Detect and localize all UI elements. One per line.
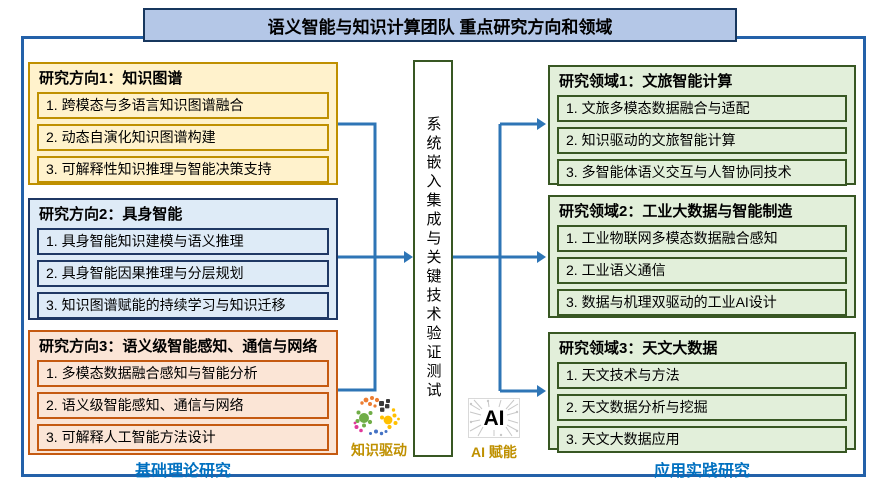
research-area-2-header: 研究领域2：工业大数据与智能制造 (559, 203, 793, 220)
research-area-3-header: 研究领域3：天文大数据 (559, 340, 718, 357)
research-direction-3-item: 3. 可解释人工智能方法设计 (37, 424, 329, 451)
research-area-1-box: 研究领域1：文旅智能计算 1. 文旅多模态数据融合与适配 2. 知识驱动的文旅智… (548, 65, 856, 186)
research-area-3-item: 2. 天文数据分析与挖掘 (557, 394, 847, 421)
applied-practice-research-label: 应用实践研究 (653, 463, 750, 480)
research-direction-2-header: 研究方向2：具身智能 (39, 206, 183, 223)
research-area-1-header: 研究领域1：文旅智能计算 (559, 73, 733, 90)
research-area-1-item: 1. 文旅多模态数据融合与适配 (557, 95, 847, 122)
ai-icon-text: AI (484, 407, 505, 430)
page-title: 语义智能与知识计算团队 重点研究方向和领域 (143, 8, 737, 42)
research-area-1-item: 3. 多智能体语义交互与人智协同技术 (557, 159, 847, 186)
research-area-3-item: 1. 天文技术与方法 (557, 362, 847, 389)
research-direction-1-header: 研究方向1：知识图谱 (39, 70, 183, 87)
research-direction-3-item: 2. 语义级智能感知、通信与网络 (37, 392, 329, 419)
research-direction-3-box: 研究方向3：语义级智能感知、通信与网络 1. 多模态数据融合感知与智能分析 2.… (28, 330, 338, 455)
knowledge-driven-label: 知识驱动 (351, 442, 407, 458)
research-direction-1-item: 3. 可解释性知识推理与智能决策支持 (37, 156, 329, 183)
research-area-2-item: 2. 工业语义通信 (557, 257, 847, 284)
research-direction-2-item: 2. 具身智能因果推理与分层规划 (37, 260, 329, 287)
system-integration-box: 系统嵌入集成与关键技术验证测试 (413, 60, 453, 457)
research-area-3-box: 研究领域3：天文大数据 1. 天文技术与方法 2. 天文数据分析与挖掘 3. 天… (548, 332, 856, 453)
basic-theory-research-label: 基础理论研究 (134, 463, 231, 480)
research-area-2-box: 研究领域2：工业大数据与智能制造 1. 工业物联网多模态数据融合感知 2. 工业… (548, 195, 856, 318)
research-area-2-item: 1. 工业物联网多模态数据融合感知 (557, 225, 847, 252)
research-direction-2-item: 1. 具身智能知识建模与语义推理 (37, 228, 329, 255)
research-direction-2-box: 研究方向2：具身智能 1. 具身智能知识建模与语义推理 2. 具身智能因果推理与… (28, 198, 338, 320)
research-direction-1-item: 1. 跨模态与多语言知识图谱融合 (37, 92, 329, 119)
research-direction-2-item: 3. 知识图谱赋能的持续学习与知识迁移 (37, 292, 329, 319)
ai-chip-icon: AI (468, 398, 520, 438)
research-direction-3-header: 研究方向3：语义级智能感知、通信与网络 (39, 338, 318, 355)
ai-enable-label: AI 赋能 (471, 444, 517, 460)
research-direction-3-item: 1. 多模态数据融合感知与智能分析 (37, 360, 329, 387)
system-integration-label: 系统嵌入集成与关键技术验证测试 (424, 116, 442, 401)
research-direction-1-item: 2. 动态自演化知识图谱构建 (37, 124, 329, 151)
research-area-1-item: 2. 知识驱动的文旅智能计算 (557, 127, 847, 154)
research-direction-1-box: 研究方向1：知识图谱 1. 跨模态与多语言知识图谱融合 2. 动态自演化知识图谱… (28, 62, 338, 185)
knowledge-cluster-icon (353, 396, 400, 436)
research-area-2-item: 3. 数据与机理双驱动的工业AI设计 (557, 289, 847, 316)
research-area-3-item: 3. 天文大数据应用 (557, 426, 847, 453)
